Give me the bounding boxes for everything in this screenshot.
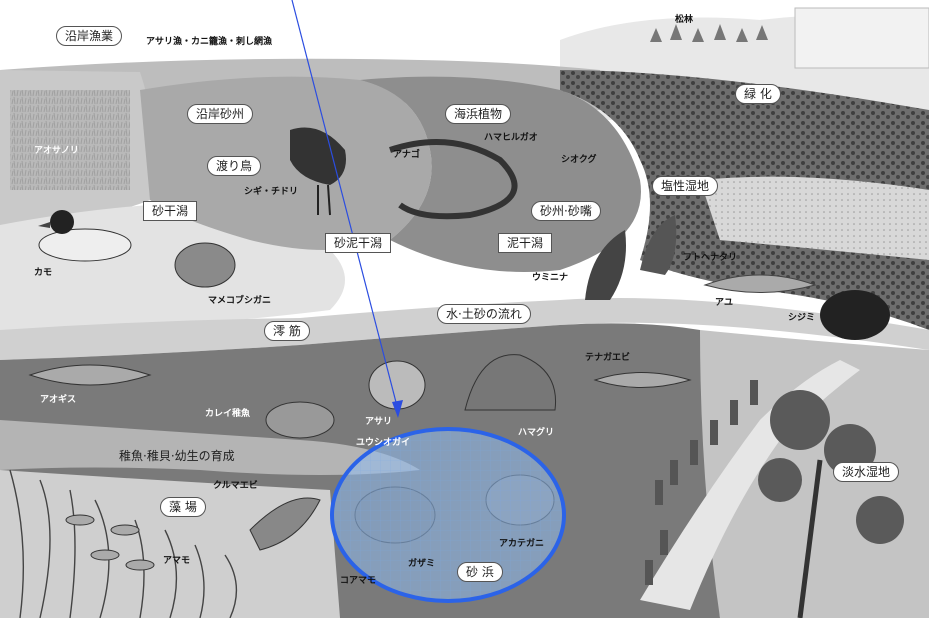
label-coastal-sandbar: 沿岸砂州 [187, 104, 254, 124]
label-sandy-mud-flat: 砂泥干潟 [325, 233, 392, 253]
label-sandy-beach: 砂 浜 [457, 562, 503, 582]
label-salt-marsh: 塩性湿地 [652, 176, 719, 196]
label-anago: アナゴ [393, 150, 420, 160]
label-nursery: 稚魚·稚貝·幼生の育成 [119, 449, 235, 463]
label-tenagaebi: テナガエビ [585, 353, 631, 363]
pointer-arrow-line [291, 0, 399, 411]
label-yuushiogai: ユウシオガイ [356, 438, 411, 448]
label-mamekobushigani: マメコブシガニ [208, 296, 272, 306]
label-kurumaebi: クルマエビ [213, 481, 258, 491]
label-ayu: アユ [715, 298, 734, 308]
label-freshwater-wetland: 淡水湿地 [833, 462, 900, 482]
label-mud-flat: 泥干潟 [498, 233, 553, 253]
label-aogisu: アオギス [40, 395, 77, 405]
label-fishing-methods: アサリ漁・カニ籠漁・刺し網漁 [146, 37, 273, 47]
label-coastal-fishery: 沿岸漁業 [56, 26, 123, 46]
label-futohenatari: フトヘナタリ [683, 253, 738, 263]
label-water-sediment-flow: 水·土砂の流れ [437, 304, 531, 324]
pointer-arrow-head [392, 400, 403, 418]
label-migratory-birds: 渡り鳥 [207, 156, 262, 176]
label-mio-channel: 澪 筋 [264, 321, 310, 341]
label-shijimi: シジミ [788, 313, 816, 323]
label-karei-juvenile: カレイ稚魚 [205, 409, 251, 419]
label-gazami: ガザミ [408, 559, 436, 569]
label-asari: アサリ [365, 417, 393, 427]
label-sand-flat: 砂干潟 [143, 201, 198, 221]
label-koamamo: コアマモ [340, 576, 377, 586]
label-hamaguri: ハマグリ [518, 428, 555, 438]
label-greening: 緑 化 [735, 84, 781, 104]
label-kamo: カモ [34, 268, 53, 278]
label-hamahirugao: ハマヒルガオ [484, 133, 538, 143]
label-uminina: ウミニナ [532, 273, 569, 283]
label-aosanori: アオサノリ [34, 146, 79, 156]
label-akategani: アカテガニ [499, 539, 545, 549]
label-amamo: アマモ [163, 556, 191, 566]
label-pine-grove: 松林 [675, 15, 694, 25]
label-beach-plants: 海浜植物 [445, 104, 512, 124]
highlight-ellipse [330, 427, 566, 603]
label-shigi-chidori: シギ・チドリ [244, 187, 299, 197]
label-sandbar-spit: 砂州·砂嘴 [531, 201, 601, 221]
label-shiokugu: シオクグ [561, 155, 597, 165]
label-seagrass-bed: 藻 場 [160, 497, 206, 517]
